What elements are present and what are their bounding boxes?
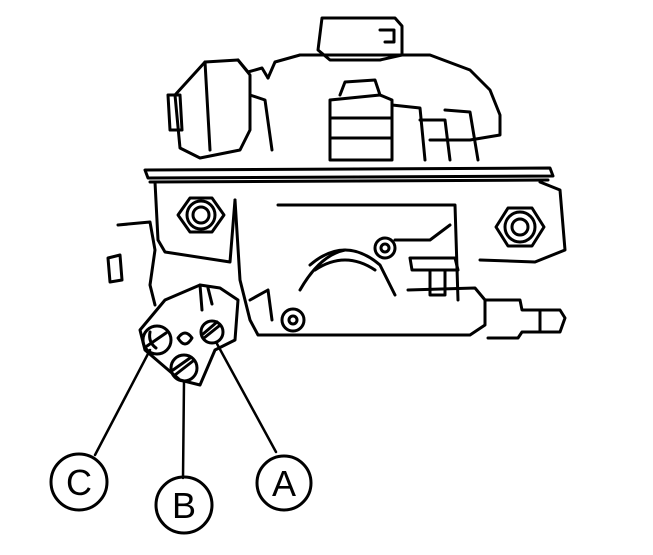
- leader-line-a: [214, 340, 278, 454]
- flange-plate: [143, 166, 567, 264]
- screw-a: [199, 319, 225, 345]
- callout-circle-b: [154, 475, 214, 535]
- leader-lines: [93, 340, 278, 480]
- center-block: [328, 78, 480, 162]
- callout-circle-c: [49, 452, 109, 512]
- callout-label-b: B: [172, 485, 196, 526]
- leader-line-c: [93, 348, 152, 457]
- side-nozzle: [483, 298, 567, 340]
- mounting-nut-right: [494, 206, 546, 248]
- leader-line-b: [181, 379, 186, 480]
- throttle-body: [233, 198, 487, 337]
- callout-label-c: C: [66, 462, 92, 503]
- top-cap: [266, 16, 502, 142]
- mounting-nut-left: [176, 196, 226, 234]
- bracket-hole: [176, 331, 194, 346]
- screw-c: [141, 324, 173, 356]
- callout-label-a: A: [272, 463, 296, 504]
- left-actuator: [166, 58, 274, 160]
- screw-b: [169, 353, 199, 383]
- callout-circle-a: [255, 454, 313, 512]
